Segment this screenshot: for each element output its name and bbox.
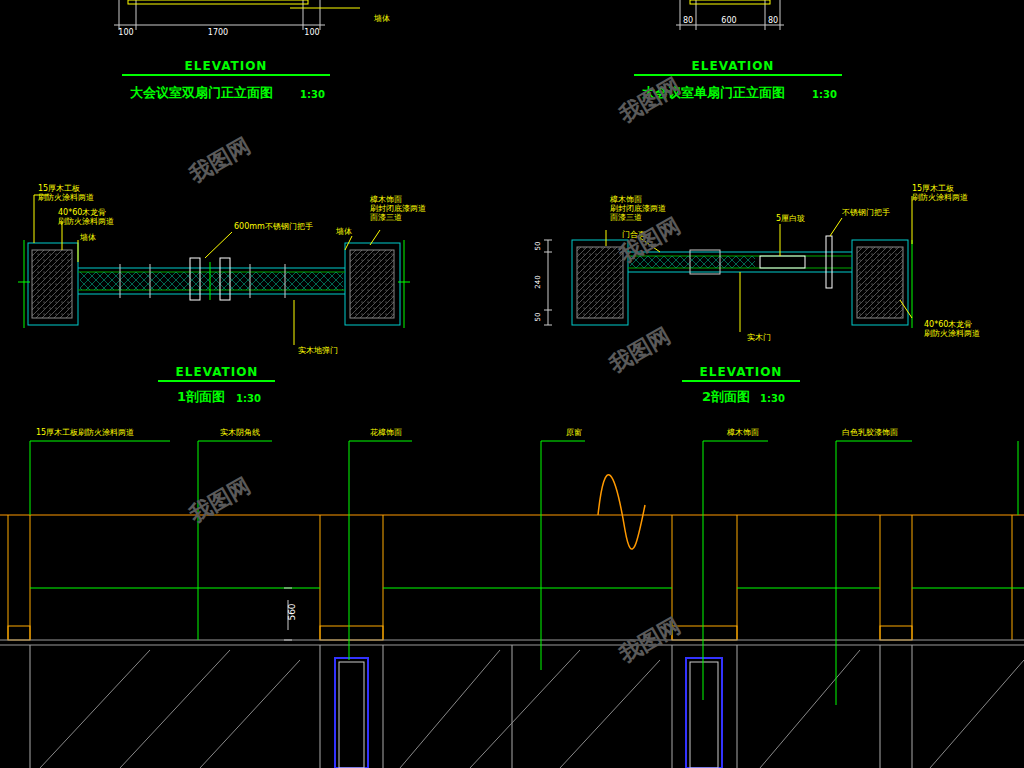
section-1 xyxy=(18,195,410,345)
top-dimensions xyxy=(114,0,784,30)
watermark: 我图网 xyxy=(615,73,685,128)
scale: 1:30 xyxy=(236,393,261,405)
callout: 15厚木工板刷防火涂料两道 xyxy=(36,428,134,437)
dimension: 100 xyxy=(304,28,319,37)
callout: 40*60木龙骨 刷防火涂料两道 xyxy=(58,208,120,226)
watermark: 我图网 xyxy=(615,613,685,668)
callout: 花樟饰面 xyxy=(370,428,402,437)
callout: 不锈钢门把手 xyxy=(842,208,890,217)
dimension: 600 xyxy=(721,16,736,25)
section-2 xyxy=(544,196,912,332)
dimension: 1700 xyxy=(208,28,228,37)
callout: 白色乳胶漆饰面 xyxy=(842,428,898,437)
scale: 1:30 xyxy=(300,89,325,101)
watermark: 我图网 xyxy=(185,473,255,528)
view-title: 大会议室双扇门正立面图 xyxy=(130,86,273,101)
callout: 15厚木工板 刷防火涂料两道 xyxy=(38,184,102,202)
watermark: 我图网 xyxy=(605,323,675,378)
dimension: 100 xyxy=(118,28,133,37)
callout: 墙体 xyxy=(80,233,96,242)
callout: 40*60木龙骨 刷防火涂料两道 xyxy=(924,320,986,338)
scale: 1:30 xyxy=(812,89,837,101)
wall-elevation xyxy=(0,441,1024,768)
scale: 1:30 xyxy=(760,393,785,405)
callout: 墙体 xyxy=(336,227,352,236)
title-underlines xyxy=(122,75,842,381)
view-tag: ELEVATION xyxy=(185,60,268,74)
watermark: 我图网 xyxy=(185,133,255,188)
dimension: 240 xyxy=(534,275,542,288)
dimension: 80 xyxy=(768,16,778,25)
callout: 5厘白玻 xyxy=(776,214,805,223)
callout: 15厚木工板 刷防火涂料两道 xyxy=(912,184,976,202)
callout: 墙体 xyxy=(374,14,390,23)
dimension: 50 xyxy=(534,313,542,322)
callout: 樟木饰面 刷封闭底漆两道 面漆三道 xyxy=(370,195,434,223)
dimension: 80 xyxy=(683,16,693,25)
view-tag: ELEVATION xyxy=(692,60,775,74)
view-title: 2剖面图 xyxy=(702,390,750,405)
view-tag: ELEVATION xyxy=(700,366,783,380)
view-title: 1剖面图 xyxy=(177,390,225,405)
dimension: 560 xyxy=(287,603,297,620)
callout: 樟木饰面 xyxy=(727,428,759,437)
callout: 实木阴角线 xyxy=(220,428,260,437)
callout: 实木门 xyxy=(747,333,771,342)
dimension: 50 xyxy=(534,242,542,251)
callout: 600mm不锈钢门把手 xyxy=(234,222,313,231)
view-tag: ELEVATION xyxy=(176,366,259,380)
callout: 实木地弹门 xyxy=(298,346,338,355)
callout: 原窗 xyxy=(566,428,582,437)
